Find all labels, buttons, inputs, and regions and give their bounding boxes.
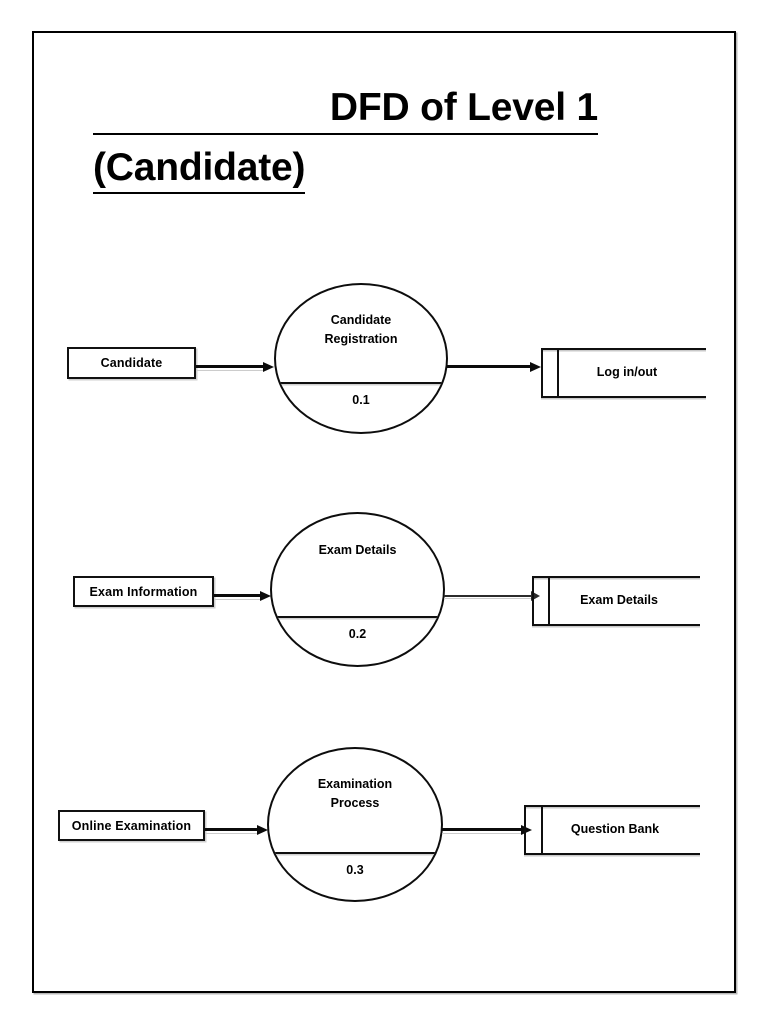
external-entity-online-examination[interactable]: Online Examination (58, 810, 205, 841)
arrow-head-icon (530, 361, 541, 372)
data-store-bottom-line (541, 396, 706, 398)
arrow-head-icon (263, 361, 274, 372)
data-store-left-cap (524, 805, 526, 855)
flow-shaft-shadow (442, 833, 522, 834)
arrow-head-icon (260, 590, 271, 601)
flow-shaft (196, 365, 264, 369)
arrow-head-icon (521, 824, 532, 835)
data-store-exam-details[interactable]: Exam Details (532, 576, 700, 626)
data-store-label: Exam Details (580, 593, 658, 607)
process-exam-details[interactable]: Exam Details 0.2 (270, 512, 445, 667)
process-name-line-1: Exam Details (318, 543, 397, 557)
page-title: DFD of Level 1 (Candidate) (93, 88, 598, 194)
process-name: Examination Process (269, 775, 441, 814)
arrow-head-icon (257, 824, 268, 835)
data-store-question-bank[interactable]: Question Bank (524, 805, 700, 855)
arrow-head-icon (531, 590, 540, 601)
data-store-login-logout[interactable]: Log in/out (541, 348, 706, 398)
data-store-top-line (532, 576, 700, 578)
flow-shaft-shadow (214, 599, 261, 600)
page-border (32, 31, 736, 993)
process-name-line-2: Registration (324, 332, 398, 347)
flow-shaft-shadow (196, 370, 264, 371)
title-line-1: DFD of Level 1 (93, 88, 598, 135)
flow-shaft (442, 828, 522, 832)
process-divider (272, 616, 443, 618)
data-store-left-cap (532, 576, 534, 626)
data-store-top-line (541, 348, 706, 350)
data-store-separator (557, 348, 559, 398)
title-line-2: (Candidate) (93, 147, 306, 194)
process-name-line-1: Examination (317, 777, 393, 791)
flow-shaft (205, 828, 258, 832)
entity-label: Candidate (100, 356, 163, 370)
process-id: 0.3 (346, 863, 364, 877)
data-store-top-line (524, 805, 700, 807)
flow-shaft (214, 594, 261, 598)
process-candidate-registration[interactable]: Candidate Registration 0.1 (274, 283, 448, 434)
process-name-line-2: Process (330, 796, 380, 811)
entity-label: Online Examination (71, 818, 192, 833)
process-divider (269, 852, 441, 854)
data-store-label: Log in/out (596, 365, 658, 379)
process-name: Candidate Registration (276, 311, 446, 350)
entity-label: Exam Information (89, 584, 198, 599)
data-store-left-cap (541, 348, 543, 398)
flow-shaft-shadow (205, 833, 258, 834)
process-name: Exam Details (272, 541, 443, 560)
flow-shaft (447, 365, 531, 369)
process-id: 0.2 (348, 627, 367, 641)
data-store-bottom-line (532, 624, 700, 626)
data-store-label: Question Bank (570, 822, 660, 836)
process-name-line-1: Candidate (330, 313, 392, 327)
process-divider (276, 382, 446, 384)
process-examination-process[interactable]: Examination Process 0.3 (267, 747, 443, 902)
external-entity-candidate[interactable]: Candidate (67, 347, 196, 379)
process-id: 0.1 (352, 393, 370, 407)
data-store-separator (548, 576, 550, 626)
flow-shaft (444, 595, 532, 597)
flow-shaft-shadow (444, 598, 532, 599)
external-entity-exam-information[interactable]: Exam Information (73, 576, 214, 607)
data-store-bottom-line (524, 853, 700, 855)
data-store-separator (541, 805, 543, 855)
